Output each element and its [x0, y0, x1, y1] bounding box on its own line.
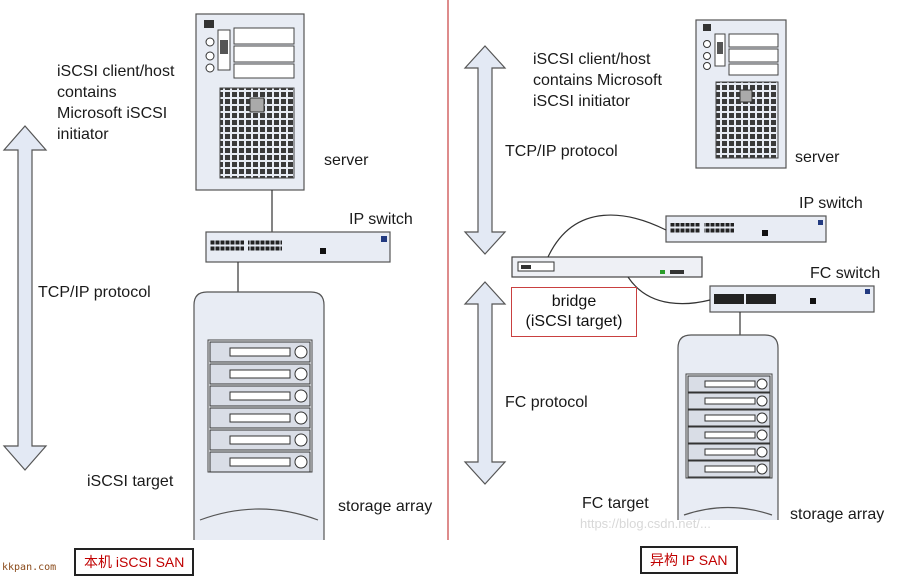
left-tcpip-label: TCP/IP protocol — [38, 284, 151, 301]
bridge-label-box: bridge (iSCSI target) — [511, 287, 637, 337]
right-storage-label: storage array — [790, 506, 885, 523]
left-caption: 本机 iSCSI SAN — [74, 548, 195, 576]
left-storage-array — [193, 291, 325, 540]
right-storage-array — [677, 334, 779, 520]
left-target-label: iSCSI target — [87, 473, 174, 490]
right-tcpip-label: TCP/IP protocol — [505, 143, 618, 160]
right-tcpip-double-arrow — [463, 45, 507, 255]
left-server-label: server — [324, 152, 369, 169]
left-server — [195, 13, 305, 191]
right-client-label: iSCSI client/host contains Microsoft iSC… — [533, 51, 662, 110]
fc-switch — [709, 285, 875, 313]
left-storage-label: storage array — [338, 498, 433, 515]
right-server-label: server — [795, 149, 840, 166]
right-ip-switch-label: IP switch — [799, 195, 863, 212]
bridge-to-fc-switch-cable — [627, 276, 711, 305]
site-watermark: kkpan.com — [2, 562, 57, 573]
right-fc-protocol-label: FC protocol — [505, 394, 588, 411]
left-client-label: iSCSI client/host contains Microsoft iSC… — [57, 63, 175, 143]
right-ip-switch — [665, 215, 827, 243]
left-ip-switch-label: IP switch — [349, 211, 413, 228]
right-caption: 异构 IP SAN — [640, 546, 738, 574]
left-tcpip-double-arrow — [2, 125, 48, 471]
faint-url-watermark: https://blog.csdn.net/... — [580, 516, 711, 531]
right-fc-switch-label: FC switch — [810, 265, 881, 282]
bridge-to-ip-switch-cable — [547, 214, 667, 258]
left-ip-switch — [205, 231, 391, 263]
right-fc-target-label: FC target — [582, 495, 649, 512]
right-server — [695, 19, 787, 169]
right-fc-double-arrow — [463, 281, 507, 485]
bridge-device — [511, 256, 703, 278]
